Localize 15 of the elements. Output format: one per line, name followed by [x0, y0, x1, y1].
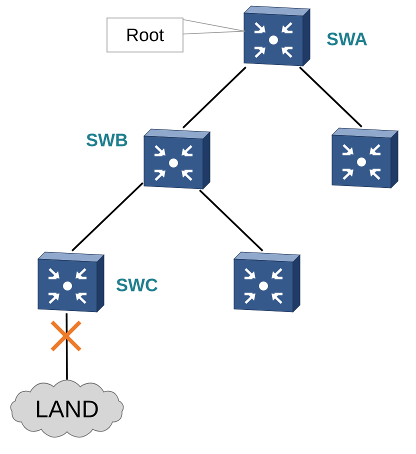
link-line: [299, 66, 362, 128]
device-label: SWC: [116, 278, 158, 292]
link-line: [71, 182, 144, 252]
switch-icon: [38, 252, 104, 312]
network-cloud: LAND: [10, 380, 124, 438]
callout-box: Root: [106, 18, 184, 52]
link-line: [182, 66, 246, 128]
switch-icon: [234, 252, 300, 312]
switch-icon: [332, 128, 398, 188]
link-line: [66, 313, 68, 380]
device-label: SWB: [86, 134, 128, 146]
switch-icon: [244, 6, 310, 66]
device-label: SWA: [327, 32, 368, 46]
switch-icon: [144, 128, 210, 190]
link-line: [199, 190, 264, 252]
